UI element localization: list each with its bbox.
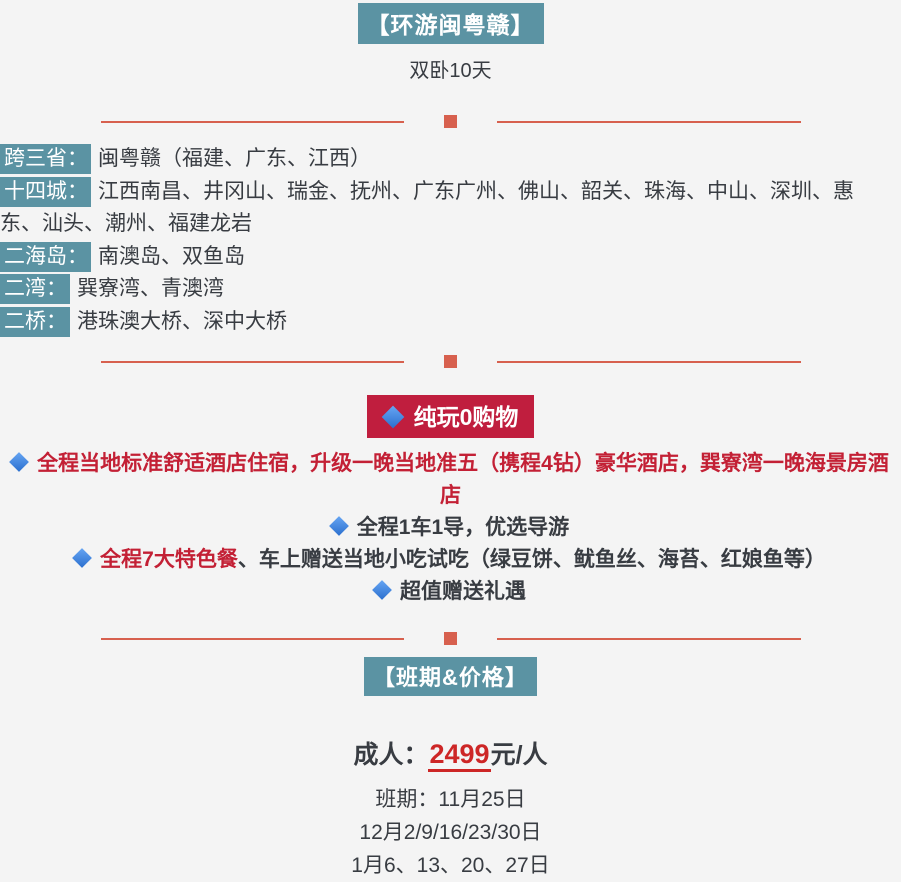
- badge-label: 纯玩0购物: [413, 404, 519, 430]
- bullet-text: 超值赠送礼遇: [400, 580, 526, 603]
- divider-line: [100, 637, 404, 640]
- divider-line: [497, 120, 801, 123]
- list-item: 二海岛： 南澳岛、双鱼岛: [0, 241, 893, 274]
- diamond-icon: [328, 516, 349, 537]
- section-divider: [100, 115, 801, 128]
- item-value: 闽粤赣（福建、广东、江西）: [98, 147, 371, 170]
- trip-duration-subtitle: 双卧10天: [409, 60, 492, 82]
- price-label: 成人：: [353, 741, 429, 769]
- section-divider: [100, 355, 801, 368]
- badge-row: 纯玩0购物: [0, 395, 901, 438]
- list-item: 跨三省： 闽粤赣（福建、广东、江西）: [0, 143, 893, 176]
- divider-line: [100, 360, 404, 363]
- divider-square-icon: [444, 355, 457, 368]
- price-line: 成人：2499元/人: [0, 735, 901, 772]
- divider-line: [100, 120, 404, 123]
- bullet-text: 、车上赠送当地小吃试吃（绿豆饼、鱿鱼丝、海苔、红娘鱼等）: [237, 548, 826, 571]
- diamond-icon: [372, 580, 392, 601]
- divider-square-icon: [444, 632, 457, 645]
- item-value: 南澳岛、双鱼岛: [98, 244, 245, 268]
- list-item: 二湾： 巽寮湾、青澳湾: [0, 273, 893, 306]
- divider-line: [497, 637, 801, 640]
- highlights-list: 全程当地标准舒适酒店住宿，升级一晚当地准五（携程4钻）豪华酒店，巽寮湾一晚海景房…: [0, 448, 901, 608]
- price-value: 2499: [428, 739, 491, 772]
- item-label-islands: 二海岛：: [0, 241, 91, 272]
- page-title: 【环游闽粤赣】: [357, 3, 544, 44]
- date-line: 班期：11月25日: [375, 788, 526, 811]
- item-value: 巽寮湾、青澳湾: [77, 277, 224, 300]
- list-item: 十四城：江西南昌、井冈山、瑞金、抚州、广东广州、佛山、韶关、珠海、中山、深圳、惠…: [0, 176, 893, 241]
- item-label-bridges: 二桥：: [0, 306, 70, 337]
- header: 【环游闽粤赣】 双卧10天: [0, 0, 901, 83]
- divider-square-icon: [444, 115, 457, 128]
- schedule-section-title: 【班期&价格】: [364, 657, 537, 696]
- price-unit: 元/人: [490, 741, 548, 769]
- highlight-bullet: 全程7大特色餐、车上赠送当地小吃试吃（绿豆饼、鱿鱼丝、海苔、红娘鱼等）: [0, 544, 901, 576]
- section-divider: [100, 632, 801, 645]
- departure-dates: 班期：11月25日 12月2/9/16/23/30日 1月6、13、20、27日: [0, 783, 901, 882]
- bullet-text: 全程1车1导，优选导游: [356, 516, 570, 539]
- divider-line: [497, 360, 801, 363]
- list-item: 二桥： 港珠澳大桥、深中大桥: [0, 306, 893, 339]
- item-value: 港珠澳大桥、深中大桥: [77, 309, 287, 333]
- pure-play-badge: 纯玩0购物: [366, 395, 535, 438]
- item-value: 江西南昌、井冈山、瑞金、抚州、广东广州、佛山、韶关、珠海、中山、深圳、惠东、汕头…: [0, 179, 854, 236]
- highlight-bullet: 超值赠送礼遇: [0, 576, 901, 608]
- schedule-section: 【班期&价格】: [0, 657, 901, 696]
- diamond-icon: [381, 406, 404, 429]
- item-label-cities: 十四城：: [0, 176, 91, 207]
- date-line: 12月2/9/16/23/30日: [359, 821, 542, 844]
- item-label-provinces: 跨三省：: [0, 144, 91, 174]
- item-label-bays: 二湾：: [0, 274, 70, 304]
- bullet-red-text: 全程当地标准舒适酒店住宿，升级一晚当地准五（携程4钻）豪华酒店，巽寮湾一晚海景房…: [37, 452, 889, 507]
- diamond-icon: [72, 548, 93, 569]
- bullet-red-text: 全程7大特色餐: [100, 548, 238, 571]
- trip-overview-list: 跨三省： 闽粤赣（福建、广东、江西） 十四城：江西南昌、井冈山、瑞金、抚州、广东广…: [0, 143, 901, 338]
- highlight-bullet: 全程当地标准舒适酒店住宿，升级一晚当地准五（携程4钻）豪华酒店，巽寮湾一晚海景房…: [0, 448, 901, 512]
- diamond-icon: [9, 452, 30, 473]
- highlight-bullet: 全程1车1导，优选导游: [0, 512, 901, 544]
- date-line: 1月6、13、20、27日: [351, 854, 550, 877]
